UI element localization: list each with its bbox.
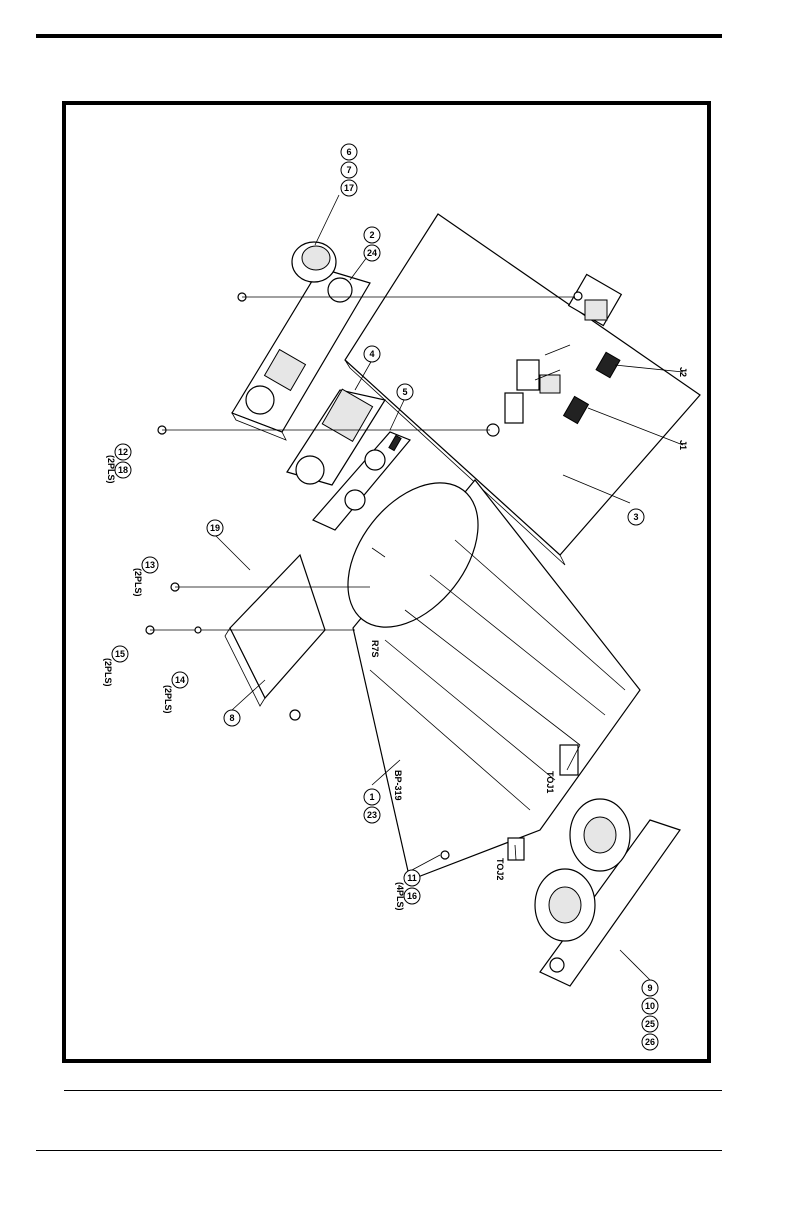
qualifier-14: (2PLS) [163, 685, 173, 714]
balloon-1: 1 [364, 789, 380, 805]
svg-text:23: 23 [367, 810, 377, 820]
svg-text:11: 11 [407, 873, 417, 883]
housing-marking-text: BP-319 [393, 770, 403, 801]
label-j2: J2 [678, 367, 688, 377]
svg-text:13: 13 [145, 560, 155, 570]
svg-text:8: 8 [229, 713, 234, 723]
balloon-4: 4 [364, 346, 380, 362]
balloon-2: 2 [364, 227, 380, 243]
svg-text:24: 24 [367, 248, 377, 258]
housing-mark-text: R7S [370, 640, 380, 658]
balloon-16: 16 [404, 888, 420, 904]
balloon-3: 3 [628, 509, 644, 525]
svg-text:9: 9 [647, 983, 652, 993]
balloon-9: 9 [642, 980, 658, 996]
qualifier-13: (2PLS) [133, 568, 143, 597]
balloon-15: 15 [112, 646, 128, 662]
balloon-8: 8 [224, 710, 240, 726]
balloon-19: 19 [207, 520, 223, 536]
svg-text:7: 7 [346, 165, 351, 175]
svg-text:10: 10 [645, 1001, 655, 1011]
balloon-23: 23 [364, 807, 380, 823]
balloon-17: 17 [341, 180, 357, 196]
svg-text:5: 5 [402, 387, 407, 397]
balloon-13: 13 [142, 557, 158, 573]
balloon-18: 18 [115, 462, 131, 478]
qualifier-12-18: (2PLS) [106, 455, 116, 484]
svg-text:3: 3 [633, 512, 638, 522]
balloon-11: 11 [404, 870, 420, 886]
svg-text:4: 4 [369, 349, 374, 359]
svg-text:12: 12 [118, 447, 128, 457]
balloon-14: 14 [172, 672, 188, 688]
balloon-10: 10 [642, 998, 658, 1014]
svg-text:19: 19 [210, 523, 220, 533]
plug-toj1 [560, 745, 578, 775]
label-toj1: TOJ1 [545, 771, 555, 793]
svg-text:2: 2 [369, 230, 374, 240]
svg-text:6: 6 [346, 147, 351, 157]
bracket [225, 555, 325, 706]
svg-text:26: 26 [645, 1037, 655, 1047]
svg-text:15: 15 [115, 649, 125, 659]
svg-text:17: 17 [344, 183, 354, 193]
balloon-6: 6 [341, 144, 357, 160]
svg-text:25: 25 [645, 1019, 655, 1029]
label-j1: J1 [678, 440, 688, 450]
qualifier-15: (2PLS) [103, 658, 113, 687]
balloon-25: 25 [642, 1016, 658, 1032]
qualifier-11-16: (4PLS) [395, 882, 405, 911]
label-toj2: TOJ2 [495, 858, 505, 880]
connector-plate [535, 799, 680, 986]
balloon-24: 24 [364, 245, 380, 261]
balloon-12: 12 [115, 444, 131, 460]
balloon-26: 26 [642, 1034, 658, 1050]
svg-text:14: 14 [175, 675, 185, 685]
balloon-7: 7 [341, 162, 357, 178]
svg-text:16: 16 [407, 891, 417, 901]
balloon-5: 5 [397, 384, 413, 400]
svg-text:18: 18 [118, 465, 128, 475]
svg-text:1: 1 [369, 792, 374, 802]
